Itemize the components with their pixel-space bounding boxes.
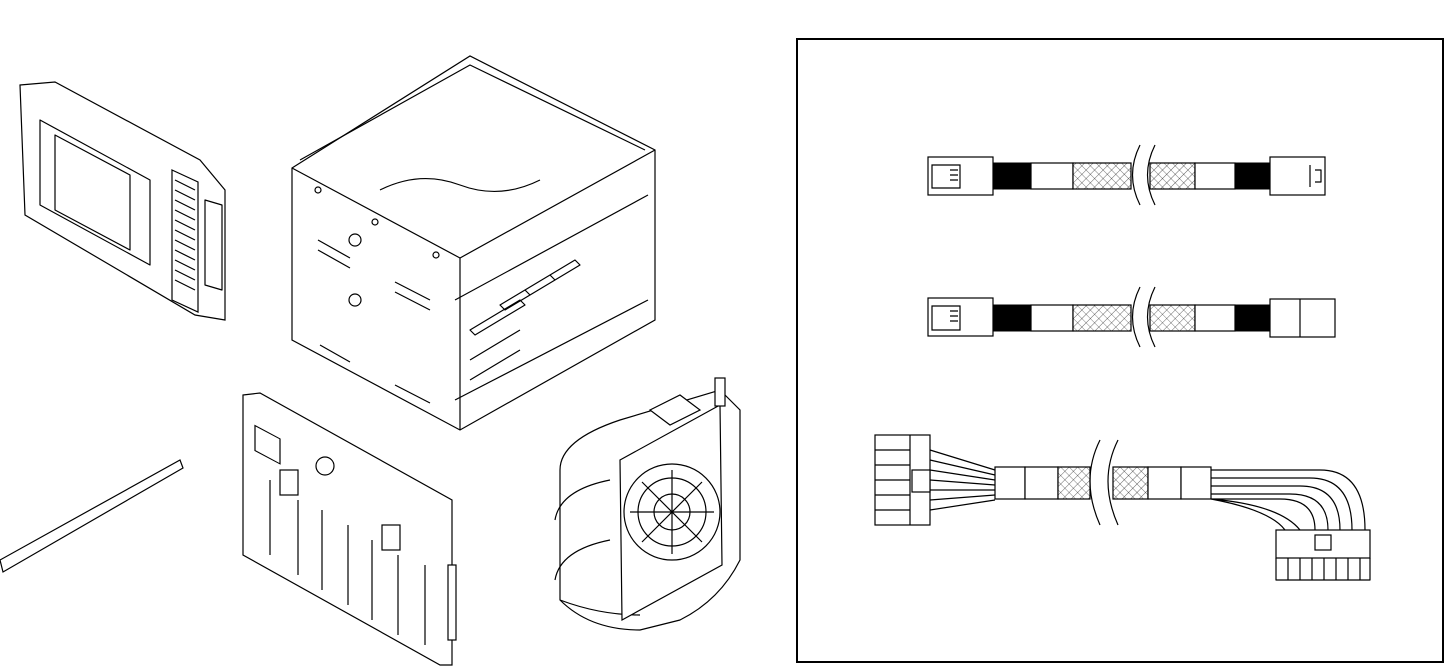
strip	[0, 459, 184, 573]
drive-cage	[291, 55, 656, 431]
cage-slots	[317, 239, 581, 404]
slimsas-cable-angled	[927, 286, 1336, 348]
fan-module	[554, 377, 741, 631]
slimsas-cable-straight	[927, 144, 1326, 206]
drive-filler	[19, 81, 226, 321]
backplane	[242, 392, 457, 666]
power-cable	[874, 434, 1371, 581]
cable-frame	[796, 38, 1444, 663]
